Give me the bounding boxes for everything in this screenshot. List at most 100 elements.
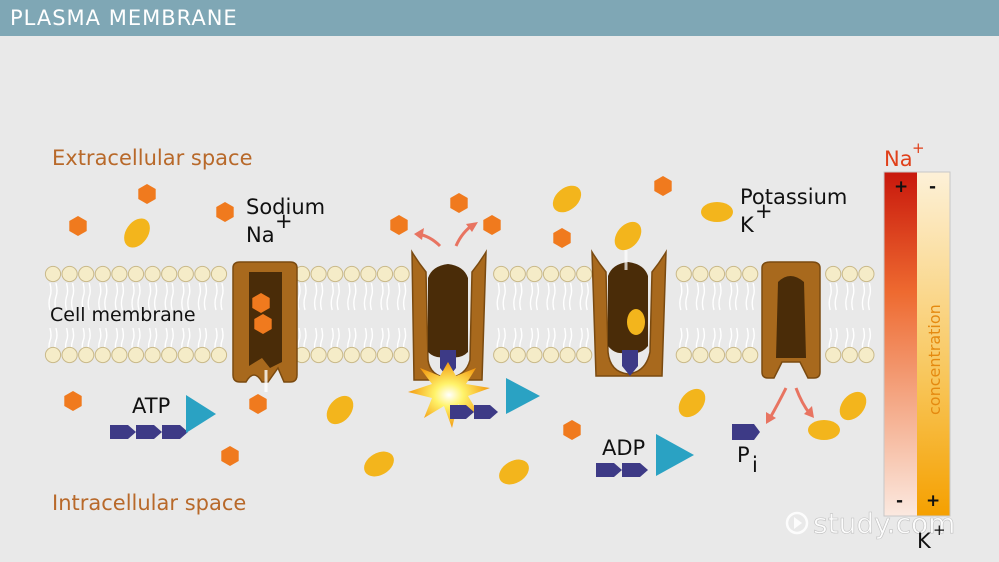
potassium-high-sign: + xyxy=(926,491,940,511)
lipid-head xyxy=(542,346,560,364)
potassium-release-arrows xyxy=(766,387,814,424)
lipid-head xyxy=(360,346,377,364)
intracellular-label: Intracellular space xyxy=(52,491,246,515)
adp-molecule xyxy=(596,434,694,477)
sodium-gradient-bar xyxy=(884,172,917,516)
lipid-head xyxy=(393,265,410,283)
extracellular-label: Extracellular space xyxy=(52,146,253,170)
lipid-head xyxy=(194,346,211,364)
lipid-head xyxy=(509,346,526,364)
lipid-head xyxy=(343,346,360,364)
potassium-gradient-bar xyxy=(917,172,950,516)
atp-label: ATP xyxy=(132,394,170,418)
potassium-label: Potassium xyxy=(740,185,847,209)
lipid-head xyxy=(825,265,842,283)
lipid-head xyxy=(210,346,228,364)
lipid-head xyxy=(360,265,377,283)
lipid-head xyxy=(393,346,410,364)
concentration-label: concentration xyxy=(925,304,944,415)
lipid-head xyxy=(111,265,128,283)
lipid-head xyxy=(825,346,842,364)
lipid-head xyxy=(526,346,543,364)
energy-burst xyxy=(408,362,490,428)
potassium-symbol: K xyxy=(740,213,755,237)
lipid-head xyxy=(542,265,560,283)
pump-protein-1 xyxy=(232,261,298,392)
lipid-head xyxy=(310,346,327,364)
lipid-head xyxy=(725,346,742,364)
lipid-head xyxy=(94,346,111,364)
pump-protein-3 xyxy=(591,249,667,377)
lipid-head xyxy=(127,265,145,283)
lipid-head xyxy=(127,346,145,364)
sodium-symbol: Na xyxy=(246,223,275,247)
pump-protein-4 xyxy=(761,261,821,379)
lipid-head xyxy=(343,265,360,283)
lipid-head xyxy=(194,265,211,283)
sodium-high-sign: + xyxy=(894,177,908,197)
pi-subscript: i xyxy=(752,453,758,477)
gradient-top-sup: + xyxy=(912,139,925,157)
lipid-head xyxy=(725,265,742,283)
sodium-release-arrows xyxy=(414,222,478,248)
lipid-head xyxy=(94,265,111,283)
lipid-head xyxy=(675,346,692,364)
lipid-head xyxy=(708,265,726,283)
lipid-head xyxy=(526,265,543,283)
lipid-head xyxy=(858,265,875,283)
lipid-head xyxy=(78,346,95,364)
lipid-heads xyxy=(44,265,875,364)
lipid-head xyxy=(576,346,593,364)
lipid-head xyxy=(675,265,692,283)
atp-bound xyxy=(450,378,540,419)
lipid-head xyxy=(111,346,128,364)
lipid-head xyxy=(177,346,194,364)
phosphate-bound xyxy=(622,350,638,376)
watermark-text: study.com xyxy=(813,507,955,540)
potassium-ions xyxy=(124,185,867,485)
lipid-head xyxy=(177,265,194,283)
pi-label: P xyxy=(737,443,750,467)
gradient-bottom-label: K xyxy=(917,529,932,553)
lipid-head xyxy=(327,346,344,364)
lipid-head xyxy=(161,265,178,283)
lipid-head xyxy=(78,265,95,283)
gradient-bottom-sup: + xyxy=(933,521,946,539)
lipid-head xyxy=(858,346,875,364)
header-bar: PLASMA MEMBRANE xyxy=(0,0,999,36)
lipid-head xyxy=(44,346,62,364)
sodium-low-sign: - xyxy=(896,491,903,511)
header-title: PLASMA MEMBRANE xyxy=(10,6,238,30)
lipid-head xyxy=(144,265,161,283)
atp-molecule xyxy=(110,395,216,439)
lipid-head xyxy=(310,265,327,283)
phosphate-free xyxy=(732,424,760,440)
lipid-head xyxy=(576,265,593,283)
potassium-charge: + xyxy=(755,199,773,223)
lipid-head xyxy=(493,265,510,283)
lipid-head xyxy=(493,346,510,364)
lipid-head xyxy=(161,346,178,364)
lipid-head xyxy=(44,265,62,283)
sodium-charge: + xyxy=(275,209,293,233)
lipid-head xyxy=(692,265,709,283)
adp-label: ADP xyxy=(602,436,645,460)
gradient-top-label: Na xyxy=(884,147,913,171)
lipid-head xyxy=(742,346,759,364)
lipid-head xyxy=(61,346,78,364)
lipid-head xyxy=(559,346,576,364)
lipid-head xyxy=(692,346,709,364)
potassium-low-sign: - xyxy=(929,177,936,197)
watermark: study.com xyxy=(785,507,956,540)
sodium-label: Sodium xyxy=(246,195,325,219)
lipid-tails xyxy=(48,282,872,354)
lipid-head xyxy=(376,346,394,364)
lipid-head xyxy=(144,346,161,364)
lipid-head xyxy=(327,265,344,283)
lipid-head xyxy=(210,265,228,283)
lipid-head xyxy=(559,265,576,283)
pump-protein-2 xyxy=(411,249,487,381)
lipid-head xyxy=(742,265,759,283)
